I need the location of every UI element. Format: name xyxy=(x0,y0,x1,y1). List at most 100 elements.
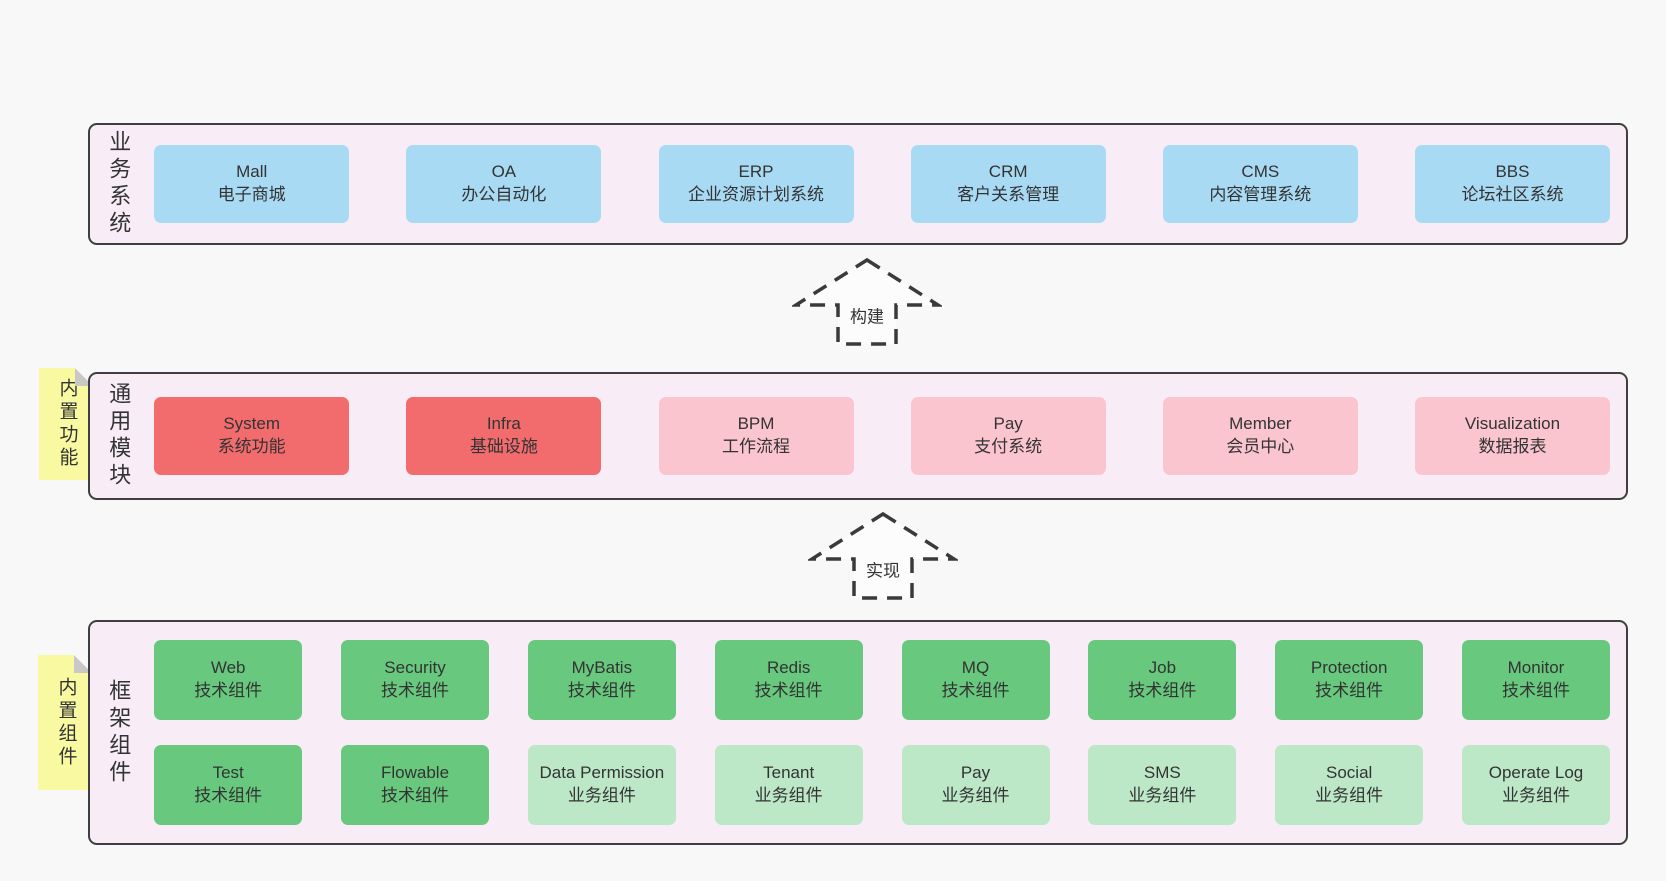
box-visualization: Visualization 数据报表 xyxy=(1414,397,1610,475)
framework-components-label: 框架组件 xyxy=(106,678,132,787)
box-oa: OA 办公自动化 xyxy=(406,145,602,223)
box-erp: ERP 企业资源计划系统 xyxy=(658,145,854,223)
box-subtitle: 企业资源计划系统 xyxy=(688,185,824,204)
box-title: Social xyxy=(1326,763,1373,783)
box-title: Test xyxy=(212,763,244,783)
box-subtitle: 支付系统 xyxy=(974,437,1043,456)
box-subtitle: 基础设施 xyxy=(469,437,538,456)
box-subtitle: 技术组件 xyxy=(381,786,450,805)
box-title: Redis xyxy=(766,658,811,678)
box-title: Security xyxy=(384,658,446,678)
box-title: Flowable xyxy=(380,763,450,783)
box-title: Web xyxy=(210,658,246,678)
box-title: Protection xyxy=(1310,658,1388,678)
box-subtitle: 会员中心 xyxy=(1226,437,1295,456)
box-title: System xyxy=(223,414,281,434)
box-subtitle: 技术组件 xyxy=(1128,681,1197,700)
box-infra: Infra 基础设施 xyxy=(406,397,602,475)
implement-arrow-label: 实现 xyxy=(863,555,903,583)
box-subtitle: 系统功能 xyxy=(217,437,286,456)
box-bpm: BPM 工作流程 xyxy=(658,397,854,475)
implement-arrow: 实现 xyxy=(808,511,958,601)
built-in-components-sticky-note: 内置组件 xyxy=(38,655,92,790)
box-title: Data Permission xyxy=(539,763,665,783)
box-pay: Pay 业务组件 xyxy=(901,745,1050,825)
box-test: Test 技术组件 xyxy=(154,745,303,825)
box-subtitle: 论坛社区系统 xyxy=(1461,185,1564,204)
box-subtitle: 业务组件 xyxy=(754,786,823,805)
box-mall: Mall 电子商城 xyxy=(154,145,350,223)
box-title: Job xyxy=(1148,658,1177,678)
box-tenant: Tenant 业务组件 xyxy=(714,745,863,825)
common-modules-section: 通用模块 System 系统功能 Infra 基础设施 BPM 工作流程 Pay 支付系统 Me… xyxy=(88,372,1628,500)
box-subtitle: 技术组件 xyxy=(941,681,1010,700)
box-subtitle: 业务组件 xyxy=(941,786,1010,805)
box-web: Web 技术组件 xyxy=(154,640,303,720)
box-title: Visualization xyxy=(1464,414,1561,434)
box-subtitle: 技术组件 xyxy=(194,681,263,700)
box-title: Mall xyxy=(236,162,268,182)
box-title: Infra xyxy=(486,414,521,434)
box-title: CRM xyxy=(988,162,1028,182)
common-modules-row: System 系统功能 Infra 基础设施 BPM 工作流程 Pay 支付系统 Member 会… xyxy=(154,397,1610,475)
box-subtitle: 内容管理系统 xyxy=(1209,185,1312,204)
box-bbs: BBS 论坛社区系统 xyxy=(1414,145,1610,223)
box-subtitle: 客户关系管理 xyxy=(957,185,1060,204)
box-title: Pay xyxy=(993,414,1023,434)
box-job: Job 技术组件 xyxy=(1088,640,1237,720)
business-systems-row: Mall 电子商城 OA 办公自动化 ERP 企业资源计划系统 CRM 客户关系管理 CMS 内容… xyxy=(154,145,1610,223)
box-cms: CMS 内容管理系统 xyxy=(1162,145,1358,223)
box-subtitle: 技术组件 xyxy=(381,681,450,700)
box-crm: CRM 客户关系管理 xyxy=(910,145,1106,223)
box-title: Member xyxy=(1229,414,1292,434)
box-flowable: Flowable 技术组件 xyxy=(341,745,490,825)
box-title: ERP xyxy=(738,162,774,182)
box-title: OA xyxy=(491,162,517,182)
box-data-permission: Data Permission 业务组件 xyxy=(527,745,676,825)
build-arrow-label: 构建 xyxy=(847,301,887,329)
box-operate-log: Operate Log 业务组件 xyxy=(1461,745,1610,825)
box-subtitle: 技术组件 xyxy=(567,681,636,700)
box-subtitle: 业务组件 xyxy=(1501,786,1570,805)
box-system: System 系统功能 xyxy=(154,397,350,475)
box-subtitle: 技术组件 xyxy=(1501,681,1570,700)
box-title: Monitor xyxy=(1507,658,1565,678)
box-member: Member 会员中心 xyxy=(1162,397,1358,475)
box-title: BPM xyxy=(737,414,775,434)
box-title: MQ xyxy=(961,658,990,678)
box-subtitle: 技术组件 xyxy=(194,786,263,805)
common-modules-label: 通用模块 xyxy=(106,382,132,490)
built-in-functions-label: 内置功能 xyxy=(56,378,78,470)
business-systems-section: 业务系统 Mall 电子商城 OA 办公自动化 ERP 企业资源计划系统 CRM 客户关系管理… xyxy=(88,123,1628,245)
box-subtitle: 业务组件 xyxy=(1315,786,1384,805)
box-title: CMS xyxy=(1241,162,1280,182)
box-social: Social 业务组件 xyxy=(1275,745,1424,825)
box-subtitle: 技术组件 xyxy=(1315,681,1384,700)
box-subtitle: 电子商城 xyxy=(217,185,286,204)
box-mybatis: MyBatis 技术组件 xyxy=(527,640,676,720)
business-systems-label: 业务系统 xyxy=(106,130,132,238)
box-mq: MQ 技术组件 xyxy=(901,640,1050,720)
box-protection: Protection 技术组件 xyxy=(1275,640,1424,720)
box-redis: Redis 技术组件 xyxy=(714,640,863,720)
built-in-functions-sticky-note: 内置功能 xyxy=(39,368,93,480)
box-title: Pay xyxy=(960,763,991,783)
box-monitor: Monitor 技术组件 xyxy=(1461,640,1610,720)
box-pay: Pay 支付系统 xyxy=(910,397,1106,475)
box-subtitle: 办公自动化 xyxy=(461,185,547,204)
box-title: Operate Log xyxy=(1488,763,1584,783)
box-subtitle: 业务组件 xyxy=(567,786,636,805)
box-title: BBS xyxy=(1495,162,1530,182)
build-arrow: 构建 xyxy=(792,257,942,347)
box-sms: SMS 业务组件 xyxy=(1088,745,1237,825)
box-subtitle: 工作流程 xyxy=(722,437,790,456)
box-subtitle: 数据报表 xyxy=(1478,437,1547,456)
box-title: Tenant xyxy=(763,763,815,783)
box-title: SMS xyxy=(1143,763,1181,783)
box-title: MyBatis xyxy=(571,658,633,678)
box-subtitle: 技术组件 xyxy=(754,681,823,700)
built-in-components-label: 内置组件 xyxy=(55,676,77,769)
box-subtitle: 业务组件 xyxy=(1128,786,1197,805)
